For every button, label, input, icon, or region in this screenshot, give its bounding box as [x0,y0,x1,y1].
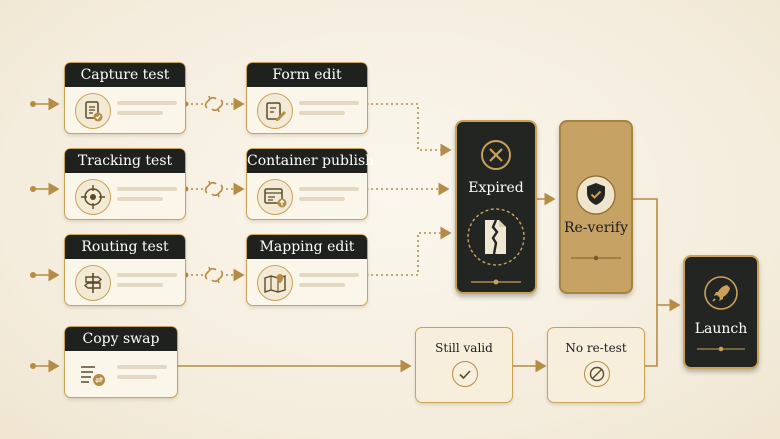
card-title: Routing test [65,235,185,259]
card-container-publish[interactable]: Container publish [246,148,374,220]
prohibited-icon [584,361,610,387]
rocket-icon [704,276,738,310]
browser-publish-icon [257,179,293,215]
card-title: Copy swap [65,327,177,351]
target-icon [75,179,111,215]
document-check-icon [75,93,111,129]
card-title: Tracking test [65,149,185,173]
still-valid-node[interactable]: Still valid [415,327,513,403]
torn-document-icon [467,208,525,266]
launch-label: Launch [694,321,748,337]
broken-link-icon [204,95,224,284]
card-capture-test[interactable]: Capture test [64,62,186,134]
x-circle-icon [481,140,511,170]
expired-node[interactable]: Expired [455,120,537,294]
card-title: Container publish [247,149,374,173]
reverify-node[interactable]: Re-verify [559,120,633,294]
signpost-icon [75,265,111,301]
launch-node[interactable]: Launch [683,255,759,369]
card-mapping-edit[interactable]: Mapping edit [246,234,368,306]
text-swap-icon [75,357,109,391]
no-retest-node[interactable]: No re-test [547,327,645,403]
check-icon [452,361,478,387]
card-copy-swap[interactable]: Copy swap [64,326,178,398]
form-pencil-icon [257,93,293,129]
reverify-label: Re-verify [563,220,628,236]
map-pin-icon [257,265,293,301]
no-retest-label: No re-test [565,341,627,355]
card-title: Form edit [247,63,367,87]
card-title: Capture test [65,63,185,87]
card-form-edit[interactable]: Form edit [246,62,368,134]
card-routing-test[interactable]: Routing test [64,234,186,306]
shield-check-icon [576,175,616,215]
expired-label: Expired [468,180,524,196]
still-valid-label: Still valid [435,341,493,355]
card-title: Mapping edit [247,235,367,259]
card-tracking-test[interactable]: Tracking test [64,148,186,220]
